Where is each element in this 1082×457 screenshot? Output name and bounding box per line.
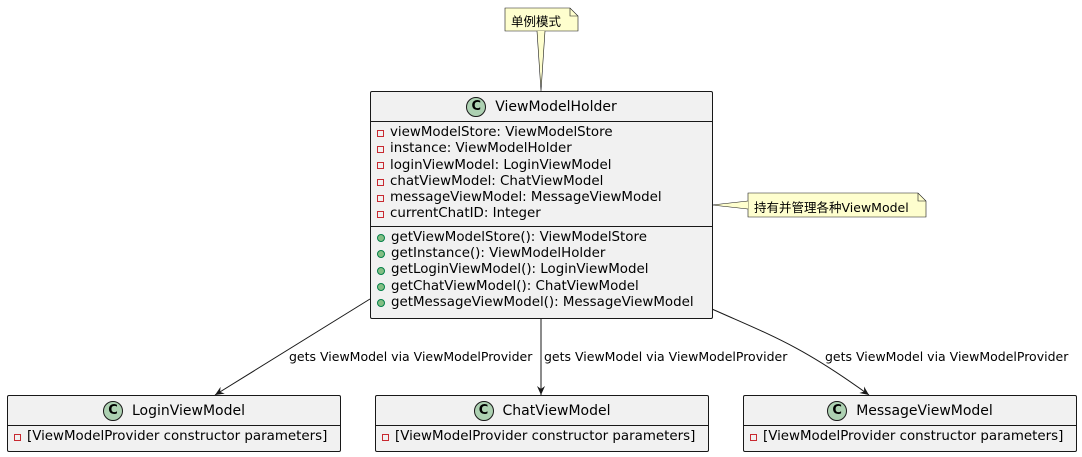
- class-stereotype-icon: C: [466, 96, 487, 117]
- field-item: messageViewModel: MessageViewModel: [377, 190, 712, 206]
- method-item: getInstance(): ViewModelHolder: [377, 246, 712, 262]
- private-visibility-icon: [14, 433, 21, 441]
- class-loginviewmodel[interactable]: C LoginViewModel [ViewModelProvider cons…: [7, 395, 341, 452]
- edge-holder-message: [711, 308, 870, 396]
- field-item: currentChatID: Integer: [377, 206, 712, 222]
- note-holds-connector: [711, 200, 749, 210]
- private-visibility-icon: [382, 433, 389, 441]
- fields-section: [ViewModelProvider constructor parameter…: [376, 426, 708, 448]
- class-stereotype-icon: C: [827, 400, 848, 421]
- note-singleton-connector: [536, 30, 546, 92]
- private-visibility-icon: [750, 433, 757, 441]
- class-messageviewmodel[interactable]: C MessageViewModel [ViewModelProvider co…: [743, 395, 1077, 452]
- private-visibility-icon: [377, 145, 384, 153]
- class-viewmodelholder[interactable]: C ViewModelHolder viewModelStore: ViewMo…: [370, 91, 713, 319]
- class-header: C ViewModelHolder: [371, 92, 712, 122]
- note-singleton: 单例模式: [511, 14, 562, 29]
- class-chatviewmodel[interactable]: C ChatViewModel [ViewModelProvider const…: [375, 395, 709, 452]
- class-name: LoginViewModel: [131, 402, 246, 419]
- private-visibility-icon: [377, 162, 384, 170]
- field-item: [ViewModelProvider constructor parameter…: [382, 429, 708, 445]
- class-name: ChatViewModel: [502, 402, 611, 419]
- public-visibility-icon: [377, 282, 385, 291]
- private-visibility-icon: [377, 178, 384, 186]
- public-visibility-icon: [377, 250, 385, 259]
- class-stereotype-icon: C: [473, 400, 494, 421]
- note-holds-shape: [747, 192, 927, 218]
- class-header: C ChatViewModel: [376, 396, 708, 426]
- method-item: getChatViewModel(): ChatViewModel: [377, 279, 712, 295]
- field-item: instance: ViewModelHolder: [377, 141, 712, 157]
- fields-section: [ViewModelProvider constructor parameter…: [8, 426, 340, 448]
- method-item: getMessageViewModel(): MessageViewModel: [377, 295, 712, 311]
- private-visibility-icon: [377, 211, 384, 219]
- class-name: ViewModelHolder: [495, 98, 617, 115]
- field-item: [ViewModelProvider constructor parameter…: [14, 429, 340, 445]
- edge-holder-login: [214, 298, 371, 396]
- note-singleton-shape: [504, 7, 579, 32]
- class-header: C LoginViewModel: [8, 396, 340, 426]
- public-visibility-icon: [377, 266, 385, 275]
- fields-section: [ViewModelProvider constructor parameter…: [744, 426, 1076, 448]
- private-visibility-icon: [377, 194, 384, 202]
- note-holds: 持有并管理各种ViewModel: [754, 200, 909, 215]
- private-visibility-icon: [377, 129, 384, 137]
- class-name: MessageViewModel: [856, 402, 993, 419]
- method-item: getViewModelStore(): ViewModelStore: [377, 230, 712, 246]
- public-visibility-icon: [377, 299, 385, 308]
- class-stereotype-icon: C: [102, 400, 123, 421]
- method-item: getLoginViewModel(): LoginViewModel: [377, 262, 712, 278]
- edge-label-chat: gets ViewModel via ViewModelProvider: [544, 349, 788, 364]
- field-item: chatViewModel: ChatViewModel: [377, 174, 712, 190]
- fields-section: viewModelStore: ViewModelStore instance:…: [371, 122, 712, 226]
- edge-label-login: gets ViewModel via ViewModelProvider: [289, 349, 533, 364]
- class-header: C MessageViewModel: [744, 396, 1076, 426]
- field-item: viewModelStore: ViewModelStore: [377, 125, 712, 141]
- methods-section: getViewModelStore(): ViewModelStore getI…: [371, 225, 712, 314]
- edge-label-message: gets ViewModel via ViewModelProvider: [825, 349, 1069, 364]
- field-item: [ViewModelProvider constructor parameter…: [750, 429, 1076, 445]
- public-visibility-icon: [377, 233, 385, 242]
- field-item: loginViewModel: LoginViewModel: [377, 158, 712, 174]
